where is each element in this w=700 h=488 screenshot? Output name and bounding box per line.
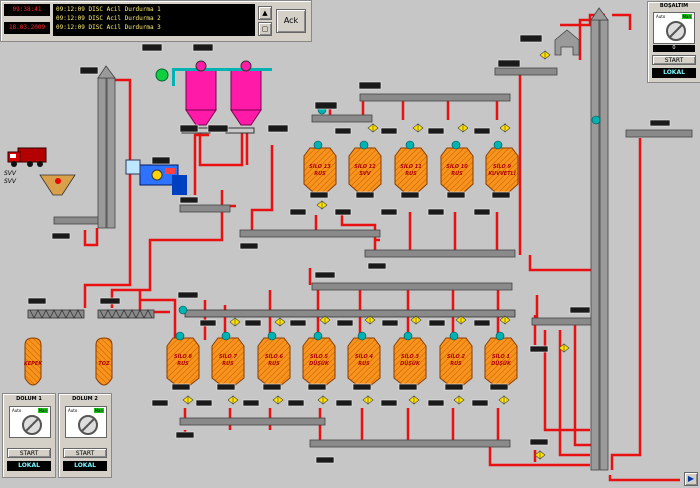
- bosaltim-mode-display: LOKAL: [652, 68, 696, 78]
- man-label: Man: [93, 408, 104, 413]
- silo-content-label: RUS: [405, 171, 417, 177]
- silo-content-label: DÜŞÜK: [309, 360, 330, 367]
- bosaltim-title: BOŞALTIM: [659, 3, 689, 9]
- conveyors: [53, 67, 693, 448]
- auto-label: Auto: [656, 14, 666, 19]
- silo-content-label: RUS: [268, 361, 280, 367]
- alarm-header: 09:38:41 18.03.2009 09:12:09 DISC Acil D…: [0, 0, 312, 42]
- silo-12[interactable]: [349, 148, 381, 193]
- clock-time: 09:38:41: [4, 4, 50, 16]
- silo-label: SİLO 13: [309, 163, 331, 170]
- truck: [7, 147, 47, 167]
- silo-11[interactable]: [395, 148, 427, 193]
- tag-labels: [27, 34, 671, 464]
- alarm-list[interactable]: 09:12:09 DISC Acil Durdurma 1 09:12:09 D…: [53, 4, 255, 36]
- selector-knob-icon: [666, 21, 686, 41]
- bucket-elevators: [97, 7, 609, 471]
- silo-content-label: DÜŞÜK: [491, 360, 512, 367]
- selector-knob-icon: [22, 415, 42, 435]
- silo-label: SİLO 10: [446, 163, 468, 170]
- man-label: Man: [681, 14, 692, 19]
- dolum-1-mode-switch[interactable]: Auto Man: [9, 406, 51, 438]
- alarm-item: 09:12:09 DISC Acil Durdurma 3: [56, 24, 161, 31]
- silo-content-label: RUS: [450, 361, 462, 367]
- silo-content-label: SVV: [359, 171, 371, 177]
- silo-13[interactable]: [304, 148, 336, 193]
- silo-2[interactable]: [440, 338, 472, 386]
- silo-label: SİLO 8: [174, 353, 192, 360]
- scroll-up-button[interactable]: ▲: [258, 6, 272, 20]
- silo-label: SİLO 2: [447, 353, 465, 360]
- silo-content-label: KUVVETLİ: [488, 170, 516, 177]
- bosaltim-panel: BOŞALTIM Auto Man 0 START LOKAL: [647, 1, 700, 83]
- silo-label: SİLO 9: [493, 163, 511, 170]
- auto-label: Auto: [12, 408, 22, 413]
- next-page-button[interactable]: ▶: [684, 472, 698, 486]
- alarm-item: 09:12:09 DISC Acil Durdurma 2: [56, 15, 161, 22]
- silo-content-label: DÜŞÜK: [400, 360, 421, 367]
- silo-3[interactable]: [394, 338, 426, 386]
- motors: [175, 105, 601, 341]
- arrow-up-icon: ▲: [262, 9, 268, 17]
- dolum-1-start-button[interactable]: START: [7, 448, 51, 458]
- man-label: Man: [37, 408, 48, 413]
- bosaltim-value: 0: [653, 45, 695, 52]
- clock-date: 18.03.2009: [4, 22, 50, 34]
- bin-label: TOZ: [98, 361, 110, 367]
- dolum-1-title: DOLUM 1: [16, 396, 42, 402]
- silo-content-label: RUS: [451, 171, 463, 177]
- silo-label: SİLO 1: [492, 353, 510, 360]
- silo-4[interactable]: [348, 338, 380, 386]
- dolum-1-panel: DOLUM 1 Auto Man START LOKAL: [2, 393, 56, 478]
- silo-5[interactable]: [303, 338, 335, 386]
- silo-label: SİLO 12: [354, 163, 376, 170]
- ack-button[interactable]: Ack: [276, 9, 306, 33]
- silo-6[interactable]: [258, 338, 290, 386]
- dolum-1-mode-display: LOKAL: [7, 461, 51, 471]
- filters: [155, 60, 272, 134]
- silo-label: SİLO 3: [401, 353, 419, 360]
- scroll-down-button[interactable]: ▢: [258, 22, 272, 36]
- dolum-2-start-button[interactable]: START: [63, 448, 107, 458]
- silo-content-label: RUS: [314, 171, 326, 177]
- silo-8[interactable]: [167, 338, 199, 386]
- intake-hopper: [39, 174, 76, 196]
- play-arrow-icon: ▶: [687, 474, 695, 483]
- dolum-2-mode-switch[interactable]: Auto Man: [65, 406, 107, 438]
- silo-1[interactable]: [485, 338, 517, 386]
- silos-top-shapes: [303, 147, 519, 194]
- cleaning-machine: [125, 159, 187, 195]
- silo-content-label: RUS: [222, 361, 234, 367]
- selector-knob-icon: [78, 415, 98, 435]
- bosaltim-mode-switch[interactable]: Auto Man: [653, 12, 695, 44]
- silo-label: SİLO 6: [265, 353, 283, 360]
- silo-content-label: RUS: [358, 361, 370, 367]
- bins: [24, 337, 113, 386]
- valves: [182, 50, 570, 460]
- dolum-2-title: DOLUM 2: [72, 396, 98, 402]
- bin-label: KEPEK: [24, 361, 43, 367]
- silo-9[interactable]: [486, 148, 518, 193]
- bosaltim-start-button[interactable]: START: [652, 55, 696, 65]
- silo-content-label: RUS: [177, 361, 189, 367]
- truck-labels: SVV SVV: [4, 170, 17, 185]
- dolum-2-mode-display: LOKAL: [63, 461, 107, 471]
- silos-bottom-shapes: [166, 337, 518, 387]
- silo-label: SİLO 7: [219, 353, 237, 360]
- silo-10[interactable]: [441, 148, 473, 193]
- silo-label: SİLO 11: [400, 163, 421, 170]
- silo-7[interactable]: [212, 338, 244, 386]
- alarm-item: 09:12:09 DISC Acil Durdurma 1: [56, 6, 161, 13]
- silo-label: SİLO 5: [310, 353, 328, 360]
- arrow-down-icon: ▢: [261, 25, 269, 33]
- silo-label: SİLO 4: [355, 353, 373, 360]
- dolum-2-panel: DOLUM 2 Auto Man START LOKAL: [58, 393, 112, 478]
- auto-label: Auto: [68, 408, 78, 413]
